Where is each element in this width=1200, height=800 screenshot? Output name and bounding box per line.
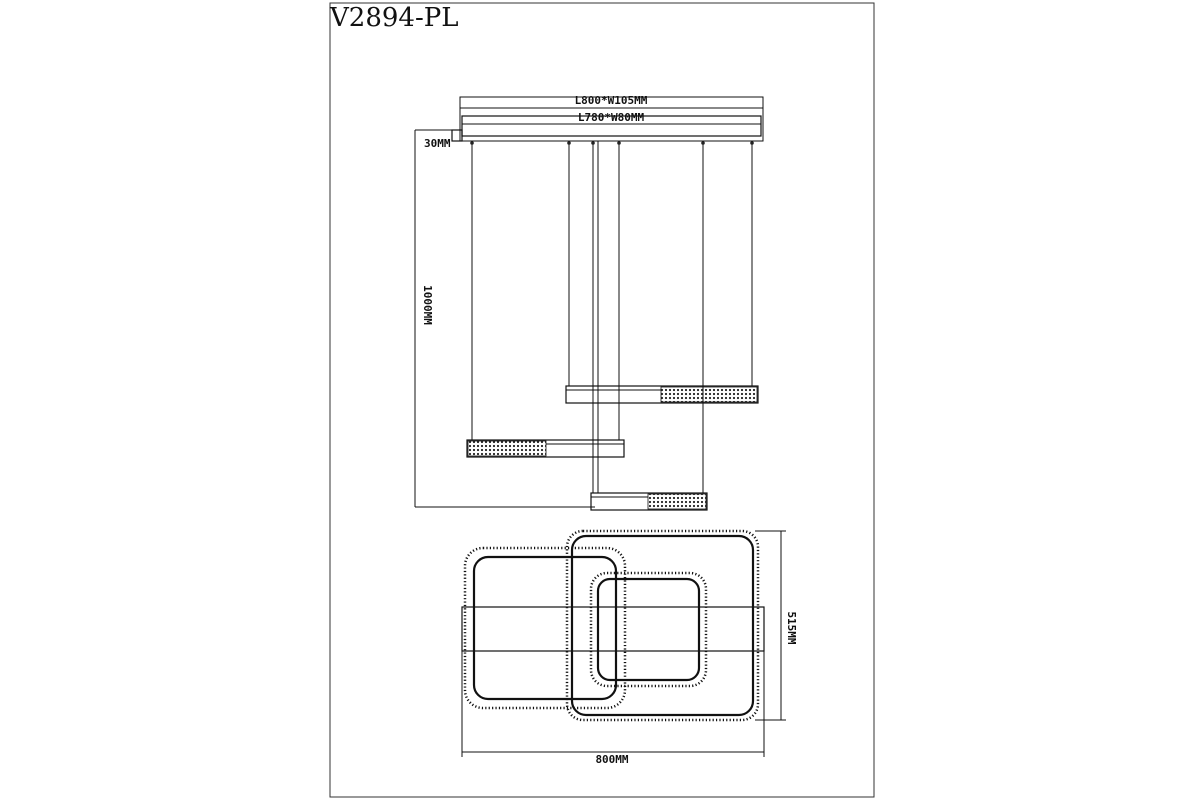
total-height-label: 1000MM [421, 285, 434, 325]
depth-label: 515MM [785, 611, 798, 644]
width-label: 800MM [595, 753, 628, 766]
canopy-plan-outline [461, 606, 765, 652]
upper-ring-side [565, 385, 759, 404]
small-ring-outer [589, 571, 708, 688]
left-ring-outer [463, 546, 627, 710]
left-ring-inner [472, 555, 618, 701]
middle-ring-side [466, 439, 625, 458]
canopy-inner-label: L780*W80MM [578, 111, 645, 124]
lower-ring-side [590, 492, 708, 511]
sheet-border [329, 2, 875, 798]
model-title: V2894-PL [329, 3, 459, 33]
canopy-height-label: 30MM [424, 137, 451, 150]
large-ring-outer [565, 529, 760, 722]
small-ring-inner [596, 577, 701, 682]
canopy-body [461, 115, 762, 137]
plan-view: 515MM 800MM [461, 529, 798, 766]
canopy-outer-label: L800*W105MM [575, 94, 648, 107]
large-ring-inner [570, 534, 755, 717]
elevation-view: L800*W105MM L780*W80MM 30MM 1000MM [414, 94, 764, 511]
suspension-cables [470, 141, 754, 493]
